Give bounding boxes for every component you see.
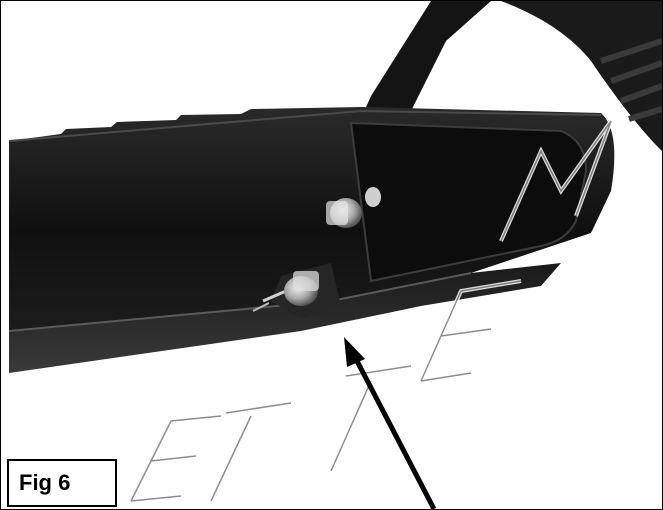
pointer-arrow-icon	[344, 337, 437, 509]
wheel-shape	[501, 1, 662, 151]
lower-bar	[9, 263, 561, 373]
upper-bolt	[326, 187, 381, 228]
lower-bolt	[284, 271, 319, 306]
end-cap	[349, 121, 588, 283]
wheel-ribs	[600, 38, 662, 122]
figure-label: Fig 6	[7, 459, 117, 507]
